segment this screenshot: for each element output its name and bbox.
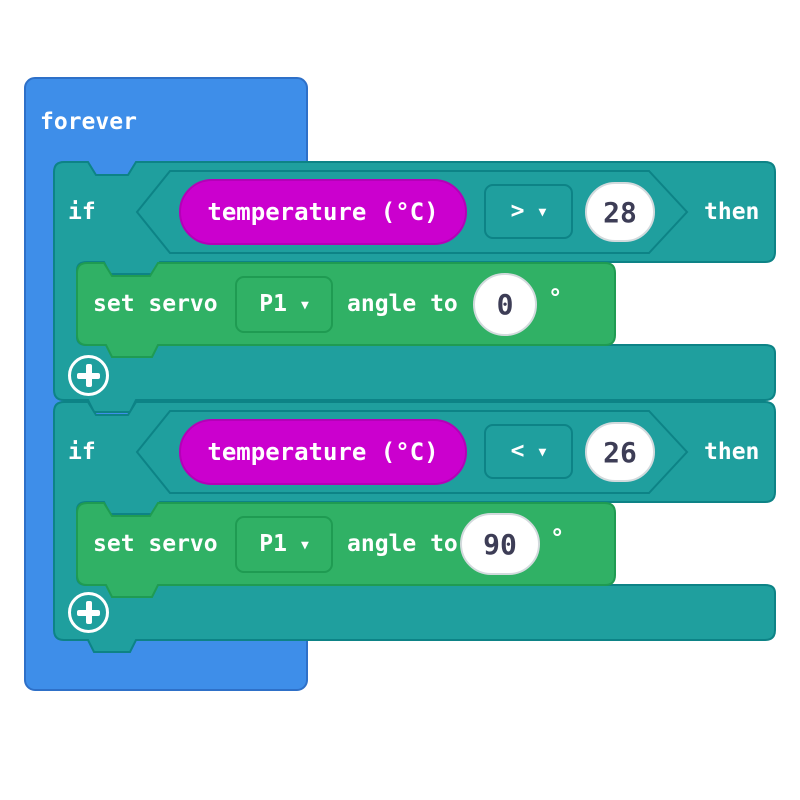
operator-dropdown-1-value: > — [510, 198, 525, 224]
chevron-down-icon: ▼ — [538, 205, 547, 220]
if-keyword-2: if — [68, 439, 96, 465]
threshold-input-1-value: 28 — [603, 195, 637, 229]
threshold-input-2[interactable]: 26 — [585, 422, 655, 482]
angle-to-label-1: angle to — [347, 291, 458, 317]
then-keyword-1: then — [704, 199, 760, 225]
operator-dropdown-2[interactable]: < ▼ — [484, 424, 573, 479]
chevron-down-icon: ▼ — [300, 298, 309, 313]
pin-dropdown-2[interactable]: P1 ▼ — [235, 516, 333, 573]
if-block-1-condition-slot — [135, 170, 689, 254]
temperature-reporter-2[interactable]: temperature (°C) — [179, 419, 467, 485]
angle-to-label-2: angle to — [347, 531, 458, 557]
then-keyword-2: then — [704, 439, 760, 465]
chevron-down-icon: ▼ — [300, 538, 309, 553]
temperature-reporter-1-label: temperature (°C) — [207, 198, 439, 226]
expand-if-2-plus-icon[interactable] — [68, 592, 109, 633]
angle-input-1[interactable]: 0 — [473, 273, 537, 336]
temperature-reporter-2-label: temperature (°C) — [207, 438, 439, 466]
angle-input-2-value: 90 — [483, 527, 517, 561]
forever-label: forever — [40, 109, 137, 135]
if-block-2-condition-slot — [135, 410, 689, 494]
pin-dropdown-2-value: P1 — [259, 531, 287, 557]
degree-symbol-1: ° — [548, 284, 563, 312]
chevron-down-icon: ▼ — [538, 445, 547, 460]
if-keyword-1: if — [68, 199, 96, 225]
expand-if-1-plus-icon[interactable] — [68, 355, 109, 396]
pin-dropdown-1[interactable]: P1 ▼ — [235, 276, 333, 333]
angle-input-1-value: 0 — [496, 288, 514, 321]
set-servo-label-2: set servo — [93, 531, 218, 557]
threshold-input-1[interactable]: 28 — [585, 182, 655, 242]
set-servo-label-1: set servo — [93, 291, 218, 317]
operator-dropdown-2-value: < — [510, 438, 525, 464]
pin-dropdown-1-value: P1 — [259, 291, 287, 317]
threshold-input-2-value: 26 — [603, 435, 637, 469]
angle-input-2[interactable]: 90 — [460, 513, 540, 575]
degree-symbol-2: ° — [550, 524, 565, 552]
temperature-reporter-1[interactable]: temperature (°C) — [179, 179, 467, 245]
operator-dropdown-1[interactable]: > ▼ — [484, 184, 573, 239]
